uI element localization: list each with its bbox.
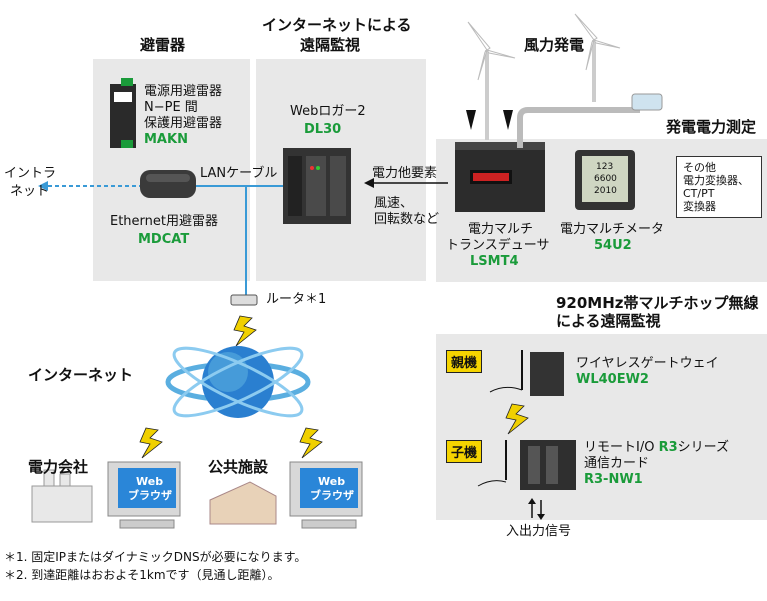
- gateway-icon: [489, 350, 564, 396]
- child-badge: 子機: [446, 440, 483, 463]
- surge-protector-icon: [110, 78, 136, 148]
- measure-title: 発電電力測定: [666, 118, 757, 136]
- remote-section-title-2: 遠隔監視: [300, 36, 361, 54]
- browser-right-2: ブラウザ: [310, 489, 354, 502]
- lightning-icon-wireless: [505, 403, 529, 435]
- parent-model: WL40EW2: [576, 372, 649, 387]
- child-line1-model: R3: [658, 440, 678, 455]
- meter-display-3: 2010: [594, 186, 617, 196]
- lightning-icon-right: [299, 427, 323, 459]
- surge-line-3: 保護用避雷器: [144, 116, 223, 131]
- signal-other-1: 風速、: [374, 196, 414, 211]
- browser-left-1: Web: [136, 475, 164, 488]
- surge-line-2: N−PE 間: [144, 100, 198, 115]
- ethernet-protector-icon: [140, 170, 196, 198]
- down-arrow-2: [503, 110, 513, 130]
- wind-title: 風力発電: [524, 36, 585, 54]
- child-line1-prefix: リモートI/O: [584, 440, 659, 455]
- meter-label: 電力マルチメータ: [560, 222, 665, 237]
- pc-icon-right: [289, 461, 363, 529]
- signal-power: 電力他要素: [372, 166, 438, 181]
- transducer-line-2: トランスデューサ: [446, 238, 550, 253]
- power-plant-icon: [31, 469, 93, 523]
- browser-left-2: ブラウザ: [128, 489, 172, 502]
- transducer-icon: [455, 142, 545, 212]
- note-line-2: 電力変換器、: [683, 174, 749, 187]
- meter-icon: [575, 150, 635, 210]
- surge-section-title: 避雷器: [140, 36, 186, 54]
- logger-icon: [283, 148, 351, 224]
- child-model: R3-NW1: [584, 472, 643, 487]
- surge-line-1: 電源用避雷器: [144, 84, 223, 99]
- footnote-2: ＊2. 到達距離はおおよそ1kmです（見通し距離）。: [4, 568, 280, 582]
- globe-icon: [165, 346, 311, 418]
- child-line-2: 通信カード: [584, 456, 650, 471]
- intranet-label-1: イントラ: [4, 166, 57, 181]
- lightning-icon: [233, 315, 257, 347]
- power-company-label: 電力会社: [28, 458, 89, 476]
- child-line1-suffix: シリーズ: [677, 440, 730, 455]
- logger-model: DL30: [304, 122, 342, 137]
- note-line-1: その他: [683, 161, 716, 174]
- browser-right-1: Web: [318, 475, 346, 488]
- note-line-3: CT/PT: [683, 187, 715, 200]
- lan-cable-label: LANケーブル: [200, 166, 278, 181]
- pc-icon-left: [107, 461, 181, 529]
- io-signal-label: 入出力信号: [506, 524, 572, 539]
- remote-section-title-1: インターネットによる: [262, 16, 412, 34]
- logger-label: Webロガー2: [290, 104, 366, 119]
- transducer-model: LSMT4: [470, 254, 519, 269]
- parent-badge: 親機: [446, 350, 483, 373]
- remote-io-icon: [477, 440, 576, 490]
- wireless-panel: [436, 334, 767, 520]
- other-converters-note: その他 電力変換器、 CT/PT 変換器: [676, 156, 762, 218]
- down-arrow-1: [466, 110, 476, 130]
- intranet-arrow: [38, 181, 48, 191]
- router-label: ルータ＊1: [266, 292, 327, 307]
- signal-other-2: 回転数など: [374, 212, 440, 227]
- wind-signal-pipe: [517, 107, 640, 148]
- footnote-1: ＊1. 固定IPまたはダイナミックDNSが必要になります。: [4, 550, 307, 564]
- building-icon: [209, 481, 277, 525]
- transducer-line-1: 電力マルチ: [468, 222, 534, 237]
- wireless-title-2: による遠隔監視: [556, 312, 661, 330]
- child-line-1: リモートI/O R3シリーズ: [584, 440, 729, 455]
- lightning-icon-left: [139, 427, 163, 459]
- eth-model: MDCAT: [138, 232, 190, 247]
- note-line-4: 変換器: [683, 200, 716, 213]
- public-facility-label: 公共施設: [208, 458, 269, 476]
- eth-label: Ethernet用避雷器: [110, 214, 218, 229]
- meter-model: 54U2: [594, 238, 632, 253]
- router-icon: [230, 294, 258, 306]
- meter-display-1: 123: [596, 162, 614, 172]
- intranet-label-2: ネット: [10, 184, 50, 199]
- parent-label: ワイヤレスゲートウェイ: [576, 356, 719, 371]
- internet-label: インターネット: [28, 366, 134, 384]
- nacelle-icon: [631, 93, 663, 111]
- wind-turbine-icon: [467, 13, 621, 140]
- wireless-title-1: 920MHz帯マルチホップ無線: [556, 294, 759, 312]
- surge-model: MAKN: [144, 132, 188, 147]
- meter-display-2: 6600: [594, 174, 617, 184]
